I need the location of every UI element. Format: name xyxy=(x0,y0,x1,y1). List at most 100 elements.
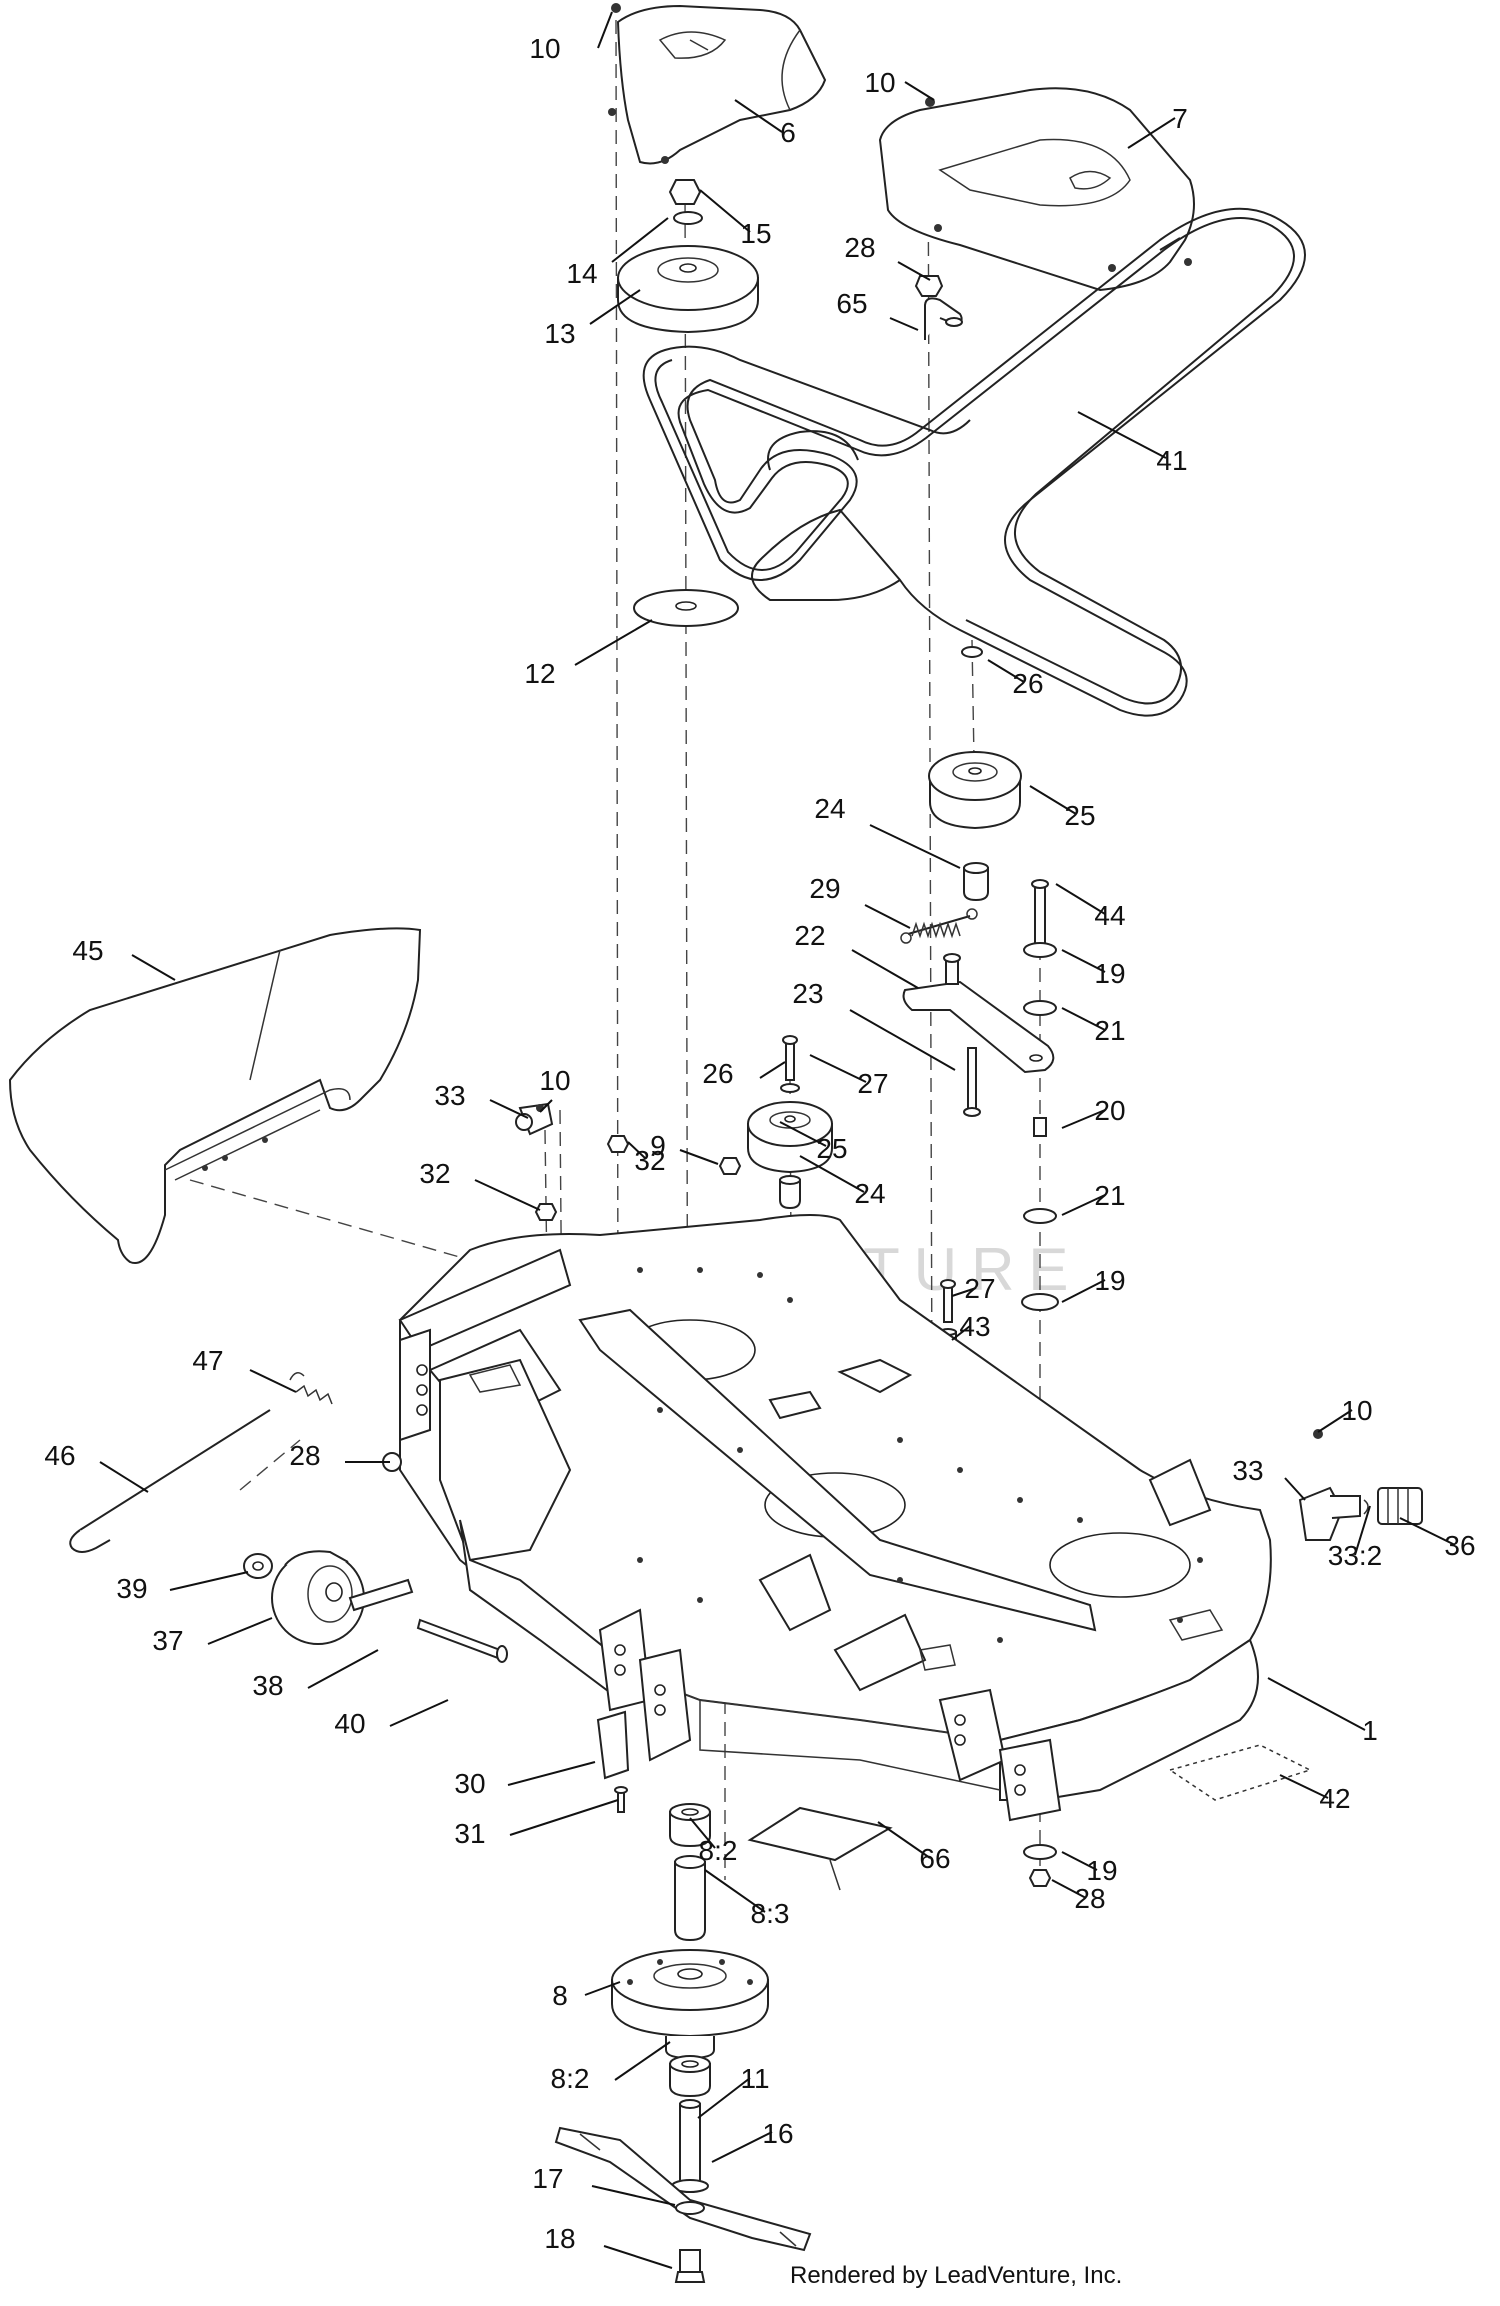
callout-leader xyxy=(1029,785,1077,815)
callout-label: 15 xyxy=(740,218,771,249)
callout-label: 21 xyxy=(1094,1015,1125,1046)
callout-leader xyxy=(597,11,613,49)
spring-47 xyxy=(289,1372,333,1405)
decal-42 xyxy=(1168,1744,1312,1801)
callout-leader xyxy=(849,1009,956,1071)
callout-label: 39 xyxy=(116,1573,147,1604)
callout-leader xyxy=(1061,1279,1106,1303)
bolt-23 xyxy=(963,1047,981,1117)
callout-label: 21 xyxy=(1094,1180,1125,1211)
callout-label: 41 xyxy=(1156,445,1187,476)
callout-label: 9 xyxy=(650,1130,666,1161)
callout-leader xyxy=(877,1821,931,1859)
callout-leader xyxy=(851,949,919,989)
callout-leader xyxy=(507,1761,596,1786)
callout-label: 40 xyxy=(334,1708,365,1739)
callout-label: 43 xyxy=(959,1311,990,1342)
callout-leader xyxy=(474,1179,541,1211)
bolt-27-center xyxy=(782,1035,798,1081)
callout-label: 46 xyxy=(44,1440,75,1471)
washer-26-center xyxy=(780,1083,800,1093)
callout-leader xyxy=(1284,1477,1306,1501)
callout-label: 24 xyxy=(814,793,845,824)
washer-19-c xyxy=(1023,1844,1057,1860)
callout-leader xyxy=(704,1869,766,1913)
idler-pulley-25-center xyxy=(747,1101,833,1174)
callout-label: 7 xyxy=(1172,103,1188,134)
callout-label: 38 xyxy=(252,1670,283,1701)
spacer-39 xyxy=(243,1553,273,1579)
washer-14 xyxy=(673,211,703,225)
washer-21-b xyxy=(1023,1208,1057,1224)
callout-leader xyxy=(1317,1409,1353,1433)
callout-label: 23 xyxy=(792,978,823,1009)
callout-leader xyxy=(207,1617,273,1645)
callout-leader xyxy=(869,824,961,869)
assembly-axes xyxy=(189,19,1271,1880)
idler-pulley-25-right xyxy=(928,751,1022,830)
callout-leader xyxy=(759,1061,786,1079)
callout-leader xyxy=(809,1054,867,1083)
callout-leader xyxy=(509,1799,619,1836)
callout-label: 24 xyxy=(854,1178,885,1209)
callout-leader xyxy=(1267,1677,1366,1731)
callout-leader xyxy=(864,904,911,929)
washer-21-a xyxy=(1023,1000,1057,1016)
callout-leader xyxy=(734,99,783,133)
callout-label: 12 xyxy=(524,658,555,689)
deck-opening-right xyxy=(1049,1532,1191,1598)
mower-deck-1 xyxy=(398,1214,1272,1822)
spindle-housing-8 xyxy=(611,1949,769,2060)
callout-label: 13 xyxy=(544,318,575,349)
o-ring-33-2 xyxy=(1363,1499,1369,1515)
screw-9 xyxy=(718,1157,742,1175)
callout-leader xyxy=(1055,883,1106,915)
callout-leader xyxy=(697,2077,751,2119)
chute-latch-33 xyxy=(515,1102,554,1136)
callout-leader xyxy=(249,1369,297,1393)
callout-leader xyxy=(131,954,176,981)
callout-leader xyxy=(689,1817,716,1849)
callout-label: 18 xyxy=(544,2223,575,2254)
spacer-24-right xyxy=(963,862,989,902)
callout-leader xyxy=(169,1571,249,1591)
hose-fitting-36 xyxy=(1377,1487,1423,1525)
callout-label: 10 xyxy=(1341,1395,1372,1426)
callout-leader xyxy=(799,1155,865,1193)
callout-leader xyxy=(711,2131,773,2163)
callout-label: 27 xyxy=(964,1273,995,1304)
callout-label: 6 xyxy=(780,117,796,148)
callout-leader xyxy=(951,1287,977,1297)
washer-26-right xyxy=(961,646,983,658)
callout-leader xyxy=(679,1149,719,1165)
callout-leader xyxy=(584,1981,621,1996)
callout-leader xyxy=(1061,1109,1106,1129)
nut-15 xyxy=(668,179,702,205)
callout-leader xyxy=(539,1099,553,1113)
nut-28-top xyxy=(914,275,944,297)
callout-label: 42 xyxy=(1319,1783,1350,1814)
callout-leader xyxy=(603,2245,673,2269)
axle-38 xyxy=(348,1578,414,1612)
callout-label: 33 xyxy=(434,1080,465,1111)
callout-label: 33:2 xyxy=(1328,1540,1383,1571)
callout-label: 19 xyxy=(1094,958,1125,989)
nut-28-bottom xyxy=(1028,1869,1052,1887)
callout-label: 32 xyxy=(634,1145,665,1176)
callout-leader xyxy=(614,2041,671,2081)
callout-label: 8:2 xyxy=(551,2063,590,2094)
callout-label: 33 xyxy=(1232,1455,1263,1486)
callout-label: 36 xyxy=(1444,1530,1475,1561)
callout-label: 8:2 xyxy=(699,1835,738,1866)
washer-12 xyxy=(633,589,739,627)
rod-46 xyxy=(69,1409,271,1553)
callout-leader xyxy=(1077,411,1167,459)
bearing-8-2-top xyxy=(669,1803,711,1848)
callout-leader xyxy=(897,261,931,281)
callout-label: 37 xyxy=(152,1625,183,1656)
blade-bolt-18 xyxy=(674,2249,706,2283)
callout-leader xyxy=(1061,1007,1106,1031)
pulley-cover-7 xyxy=(878,87,1195,292)
callout-label: 44 xyxy=(1094,900,1125,931)
